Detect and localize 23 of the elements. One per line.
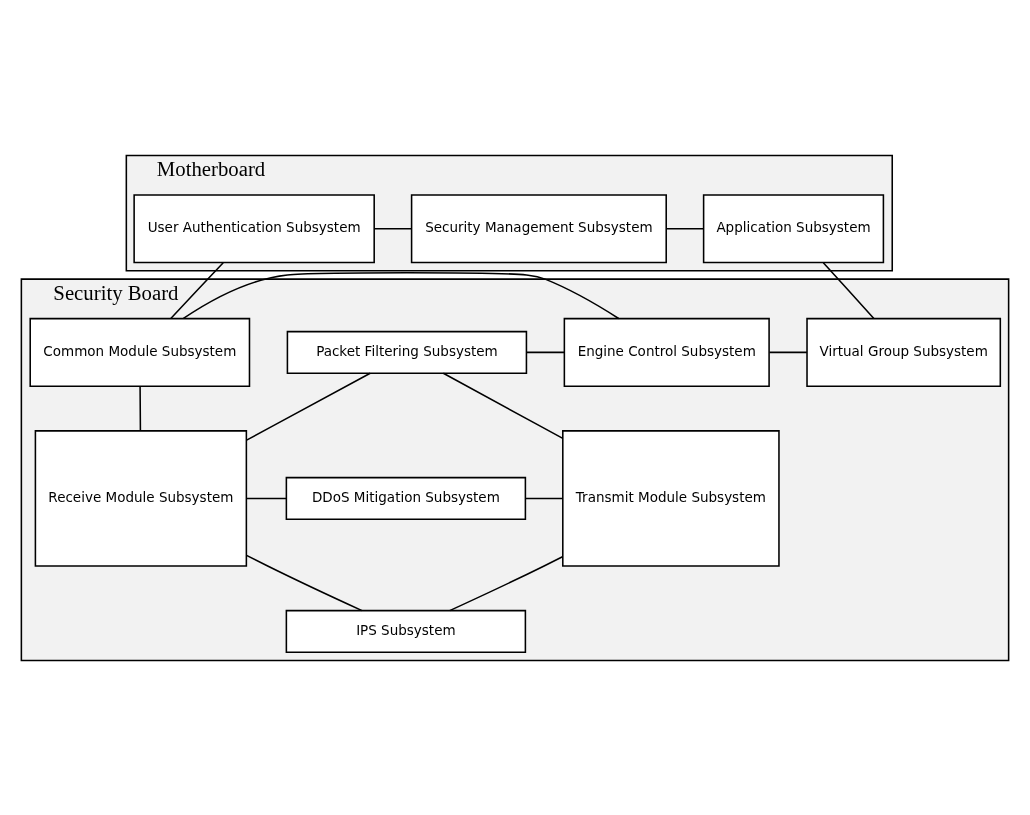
connector <box>525 351 565 353</box>
node-box: Engine Control Subsystem <box>563 317 770 387</box>
node-box: DDoS Mitigation Subsystem <box>285 476 527 520</box>
node-box: Common Module Subsystem <box>29 317 251 387</box>
node-box: Transmit Module Subsystem <box>562 429 780 567</box>
node-box: Packet Filtering Subsystem <box>286 330 528 374</box>
connector <box>442 372 564 439</box>
connector <box>139 385 142 431</box>
connector <box>182 271 620 319</box>
connector <box>245 554 363 611</box>
node-box: Application Subsystem <box>702 193 885 263</box>
connector <box>373 227 413 229</box>
connector <box>768 351 808 353</box>
node-box: IPS Subsystem <box>285 609 527 653</box>
connector <box>448 555 564 611</box>
node-box: Virtual Group Subsystem <box>806 317 1002 387</box>
node-box: Security Management Subsystem <box>410 193 667 263</box>
connector <box>524 497 564 499</box>
node-box: User Authentication Subsystem <box>133 193 375 263</box>
node-box: Receive Module Subsystem <box>34 429 248 567</box>
connector <box>665 227 705 229</box>
connector <box>245 497 288 499</box>
connector <box>245 372 371 441</box>
